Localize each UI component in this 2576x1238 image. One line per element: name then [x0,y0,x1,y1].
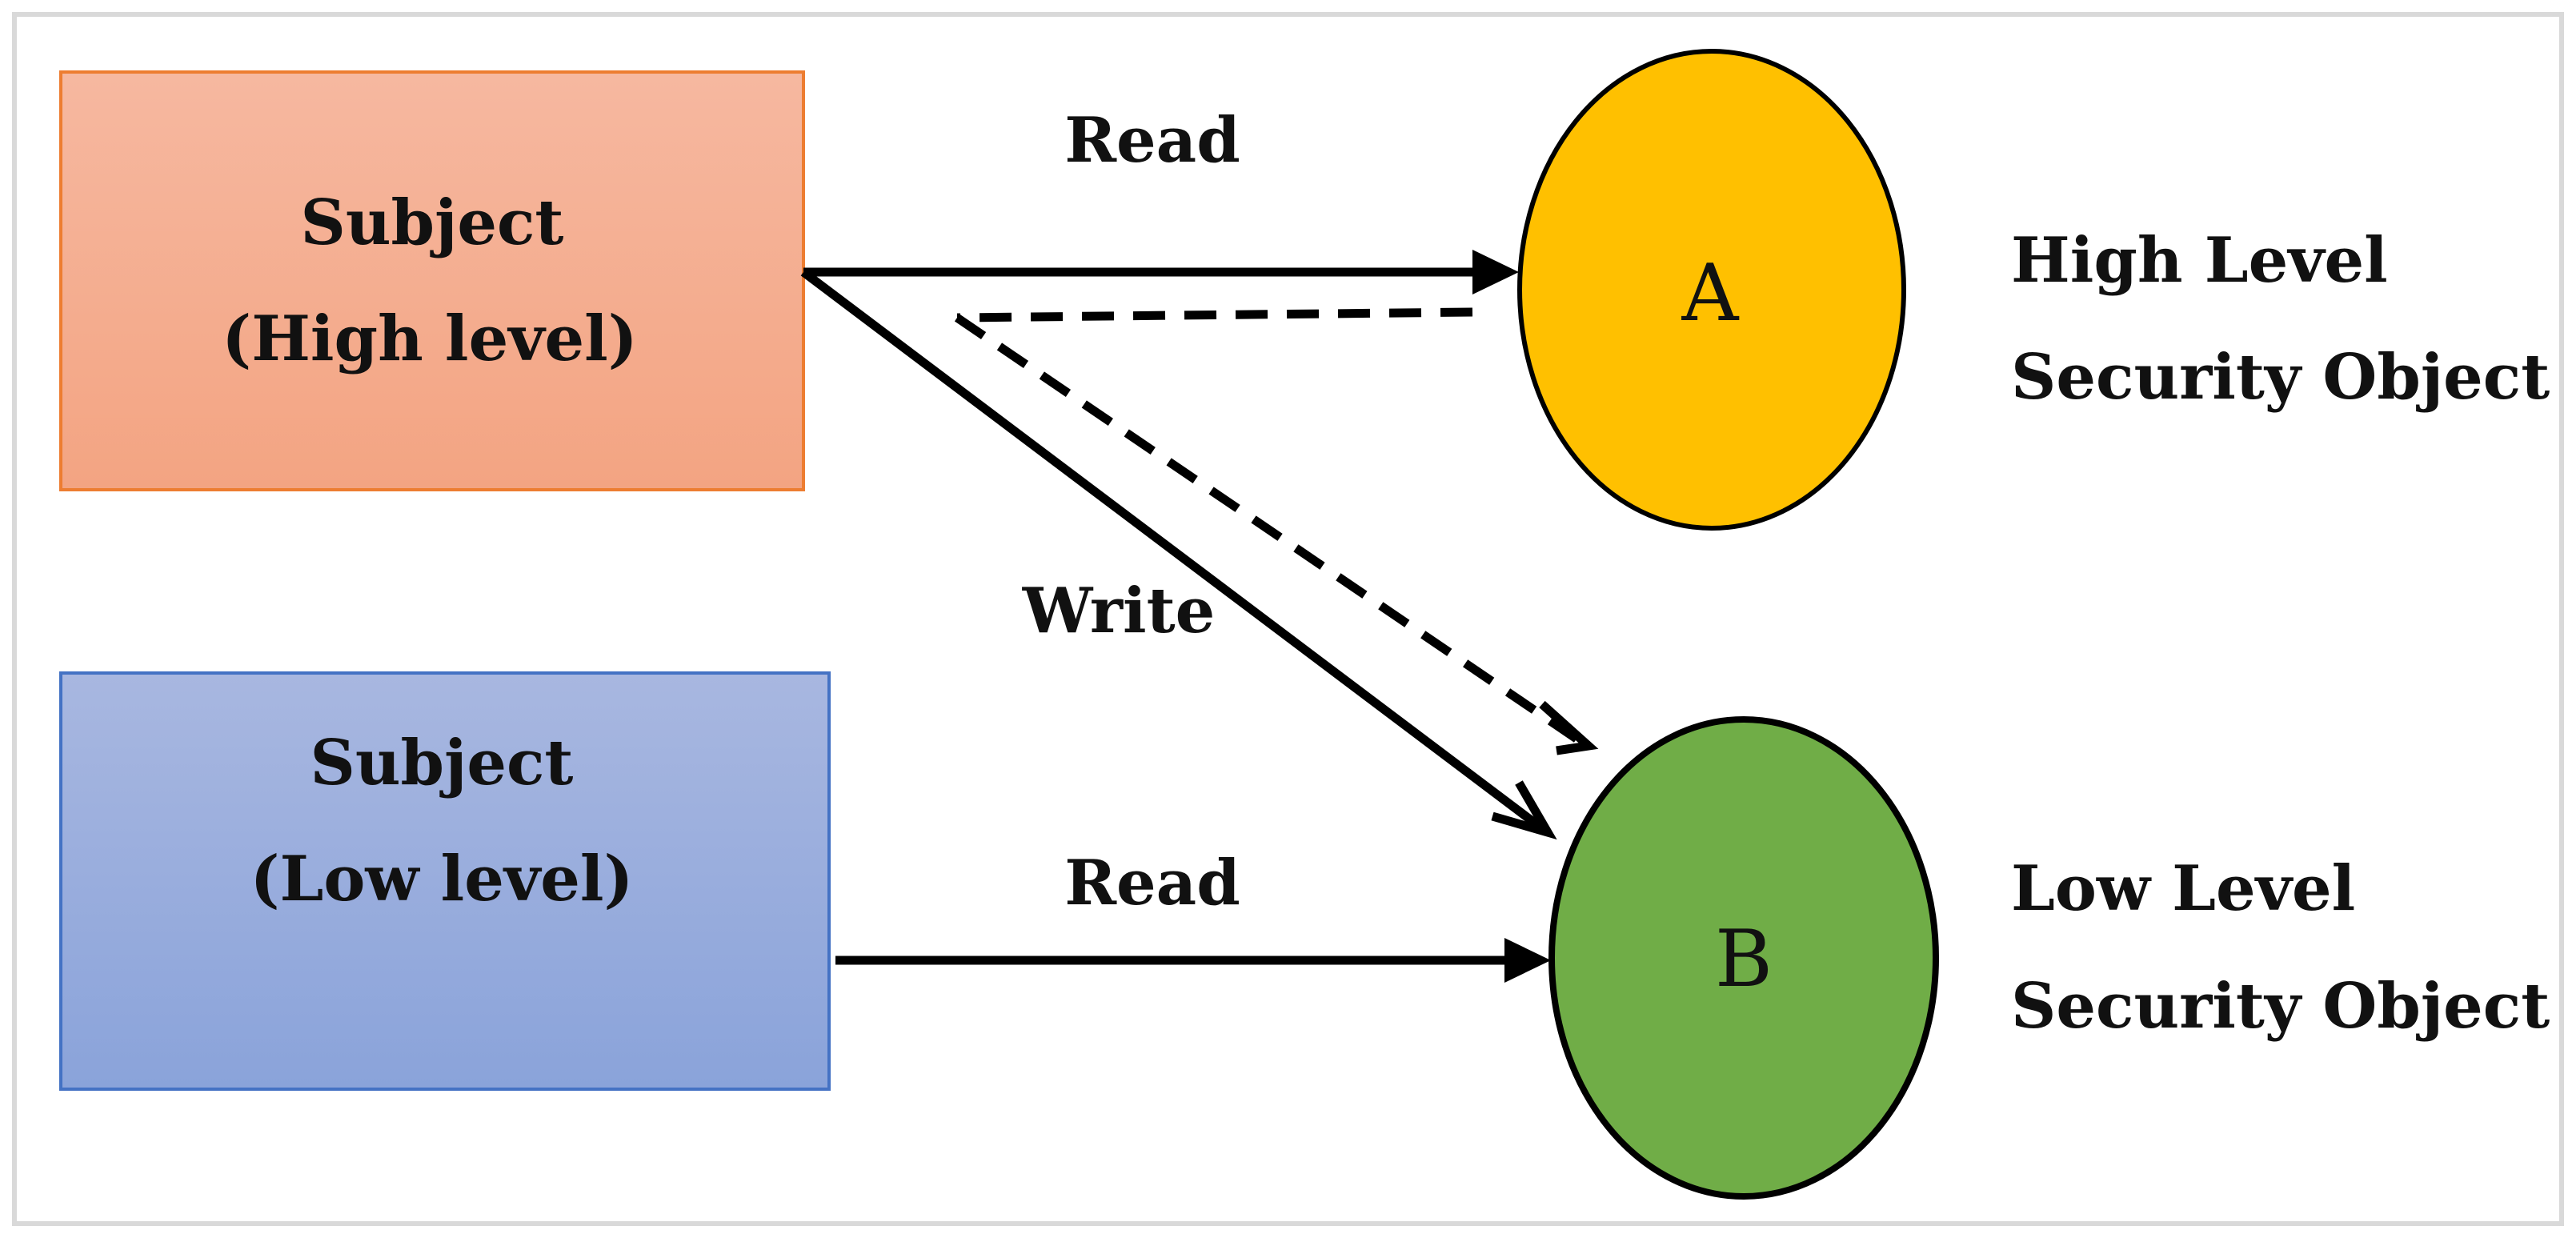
object-b-letter: B [1715,914,1773,1005]
dashed-arrowhead [1539,700,1599,755]
object-b: B [1548,716,1939,1200]
subject-low-line1: Subject [310,727,574,799]
read-arrow-high [803,250,1519,294]
object-b-label-line2: Security Object [2011,970,2550,1043]
read-label-low: Read [1064,847,1240,919]
dashed-flow-arrow [954,307,1588,748]
object-a-label-line2: Security Object [2011,341,2550,414]
write-arrow-high [800,268,1557,840]
object-a-letter: A [1681,248,1740,339]
object-a: A [1517,49,1906,531]
read-arrow-low [835,938,1551,983]
subject-low-line2: (Low level) [250,843,634,915]
subject-high-line1: Subject [301,186,564,259]
object-b-label-line1: Low Level [2011,852,2355,925]
subject-low-box: Subject (Low level) [59,671,831,1091]
read-label-high: Read [1064,104,1240,177]
subject-high-box: Subject (High level) [59,70,805,491]
subject-high-line2: (High level) [222,302,637,375]
object-a-label-line1: High Level [2011,224,2388,297]
write-label-high: Write [1022,575,1215,647]
